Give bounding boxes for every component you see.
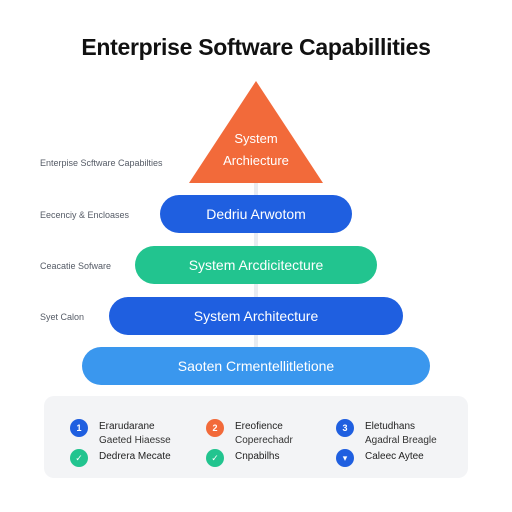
side-label-1: Enterpise Scftware Capabilties [40,158,163,168]
pyramid-tier-2: System Arcdicitecture [135,246,377,284]
legend-item-1: 1 Erarudarane Gaeted Hiaesse [70,419,171,448]
legend-item-3-sub: Agadral Breagle [365,435,437,446]
legend-item-2-title: Ereofience [235,421,283,432]
legend-panel: 1 Erarudarane Gaeted Hiaesse 2 Ereofienc… [44,396,468,478]
legend-item-5: ✓ Cnpabilhs [206,449,280,467]
legend-item-3-title: Eletudhans [365,421,416,432]
apex-line-2: Archiecture [223,153,289,168]
pyramid-tier-3: System Architecture [109,297,403,335]
num-1-icon: 1 [70,419,88,437]
legend-item-1-title: Erarudarane [99,421,155,432]
check-circle-icon: ✓ [206,449,224,467]
page-title: Enterprise Software Capabillities [81,34,431,60]
side-label-3: Ceacatie Sofware [40,261,112,271]
legend-item-1-sub: Gaeted Hiaesse [99,435,171,446]
legend-item-2: 2 Ereofience Coperechadr [206,419,293,448]
pyramid-tier-1: Dedriu Arwotom [160,195,352,233]
check-circle-icon: ✓ [70,449,88,467]
legend-item-4-title: Dedrera Mecate [99,451,171,462]
bookmark-icon: ▾ [336,449,354,467]
num-2-icon: 2 [206,419,224,437]
side-label-4: Syet Calon [40,312,85,322]
pyramid-tier-4: Saoten Crmentellitletione [82,347,430,385]
pyramid-apex-label: System Archiecture [189,128,323,172]
legend-item-6-title: Caleec Aytee [365,451,424,462]
legend-item-2-sub: Coperechadr [235,435,293,446]
legend-item-4: ✓ Dedrera Mecate [70,449,171,467]
num-3-icon: 3 [336,419,354,437]
legend-item-3: 3 Eletudhans Agadral Breagle [336,419,437,448]
legend-item-6: ▾ Caleec Aytee [336,449,424,467]
apex-line-1: System [234,131,278,146]
legend-item-5-title: Cnpabilhs [235,451,280,462]
side-label-2: Eecenciy & Encloases [40,210,130,220]
